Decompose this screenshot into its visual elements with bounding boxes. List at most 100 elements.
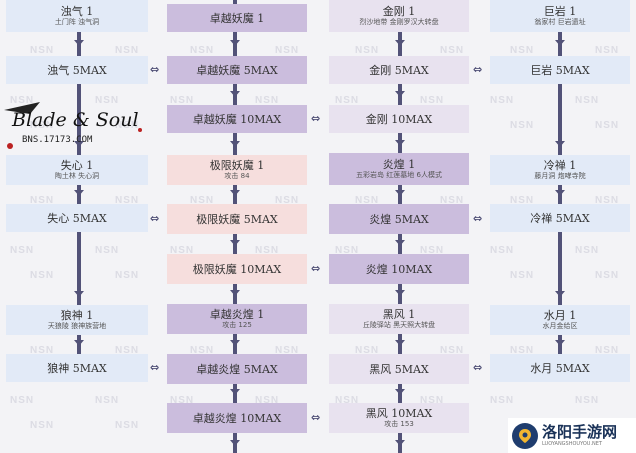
watermark: NSN [420, 395, 445, 406]
node-title: 炎煌 1 [382, 158, 416, 171]
watermark: NSN [30, 270, 55, 281]
node-langshen-5max: 狼神 5MAX [6, 354, 148, 382]
node-title: 巨岩 1 [543, 5, 577, 18]
watermark: NSN [355, 195, 380, 206]
site-domain: LUOYANGSHOUYOU.NET [542, 440, 603, 447]
watermark: NSN [115, 45, 140, 56]
node-jixian-yaomo-5max: 极限妖魔 5MAX [167, 204, 307, 234]
node-lengchan-5max: 冷禅 5MAX [490, 204, 630, 232]
down-arrow-icon [395, 440, 405, 446]
node-shuiyue-5max: 水月 5MAX [490, 354, 630, 382]
node-shuiyue-1: 水月 1 水月金给区 [490, 305, 630, 335]
watermark: NSN [95, 245, 120, 256]
double-arrow-icon: ⇔ [311, 262, 321, 275]
down-arrow-icon [74, 291, 84, 297]
node-title: 极限妖魔 10MAX [192, 262, 282, 276]
down-arrow-icon [230, 440, 240, 446]
node-zhuoyue-yanhuang-5max: 卓越炎煌 5MAX [167, 354, 307, 384]
node-title: 卓越炎煌 10MAX [192, 411, 282, 425]
watermark: NSN [575, 95, 600, 106]
node-heifeng-5max: 黑风 5MAX [329, 354, 469, 384]
node-title: 狼神 1 [60, 309, 94, 322]
down-arrow-icon [555, 190, 565, 196]
down-arrow-icon [555, 291, 565, 297]
down-arrow-icon [230, 240, 240, 246]
blade-and-soul-logo: Blade & Soul BNS.17173.COM [0, 100, 150, 152]
location-pin-icon [512, 422, 538, 449]
double-arrow-icon: ⇔ [473, 63, 483, 76]
watermark: NSN [115, 120, 140, 131]
down-arrow-icon [395, 91, 405, 97]
node-sub: 烈沙地带 金刚罗汉大转盘 [359, 18, 439, 26]
watermark: NSN [420, 95, 445, 106]
node-juyan-1: 巨岩 1 翁家村 巨岩遗址 [490, 0, 630, 32]
node-title: 金刚 10MAX [365, 112, 433, 126]
node-sub: 攻击 125 [222, 321, 252, 329]
watermark: NSN [255, 95, 280, 106]
node-title: 卓越妖魔 1 [209, 11, 265, 25]
node-lengchan-1: 冷禅 1 藤月洞 炮哮寺院 [490, 155, 630, 185]
watermark: NSN [490, 95, 515, 106]
watermark: NSN [490, 245, 515, 256]
node-title: 金刚 1 [382, 5, 416, 18]
watermark: NSN [30, 120, 55, 131]
watermark: NSN [510, 120, 535, 131]
node-title: 失心 5MAX [47, 211, 107, 225]
node-zhuoyue-yanhuang-1: 卓越炎煌 1 攻击 125 [167, 304, 307, 334]
watermark: NSN [95, 395, 120, 406]
down-arrow-icon [395, 389, 405, 395]
watermark: NSN [115, 195, 140, 206]
node-shixin-1: 失心 1 陶土林 失心洞 [6, 155, 148, 185]
down-arrow-icon [230, 141, 240, 147]
watermark: NSN [420, 245, 445, 256]
down-arrow-icon [395, 340, 405, 346]
node-heifeng-1: 黑风 1 丘陵驿站 黑天照大转盘 [329, 304, 469, 334]
down-arrow-icon [74, 141, 84, 147]
node-title: 黑风 1 [382, 308, 416, 321]
watermark: NSN [440, 195, 465, 206]
node-zhuoyue-yaomo-5max: 卓越妖魔 5MAX [167, 56, 307, 84]
watermark: NSN [335, 245, 360, 256]
node-sub: 丘陵驿站 黑天照大转盘 [362, 321, 436, 329]
node-title: 卓越妖魔 10MAX [192, 112, 282, 126]
watermark: NSN [510, 270, 535, 281]
node-sub: 陶土林 失心洞 [54, 172, 100, 180]
node-sub: 藤月洞 炮哮寺院 [534, 172, 586, 180]
watermark: NSN [440, 45, 465, 56]
watermark: NSN [275, 195, 300, 206]
node-jingang-10max: 金刚 10MAX [329, 105, 469, 133]
watermark: NSN [255, 395, 280, 406]
node-title: 浊气 1 [60, 5, 94, 18]
watermark: NSN [335, 95, 360, 106]
watermark: NSN [115, 420, 140, 431]
down-arrow-icon [230, 290, 240, 296]
watermark: NSN [170, 245, 195, 256]
down-arrow-icon [555, 340, 565, 346]
watermark: NSN [255, 245, 280, 256]
node-title: 冷禅 1 [543, 159, 577, 172]
watermark: NSN [190, 345, 215, 356]
logo-title: Blade & Soul [11, 109, 139, 131]
double-arrow-icon: ⇔ [150, 361, 160, 374]
watermark: NSN [30, 195, 55, 206]
node-title: 黑风 5MAX [369, 362, 429, 376]
node-title: 失心 1 [60, 159, 94, 172]
node-yanhuang-5max: 炎煌 5MAX [329, 204, 469, 234]
watermark: NSN [595, 195, 620, 206]
node-title: 炎煌 10MAX [365, 262, 433, 276]
down-arrow-icon [230, 389, 240, 395]
down-arrow-icon [230, 40, 240, 46]
down-arrow-icon [74, 340, 84, 346]
watermark: NSN [115, 345, 140, 356]
node-title: 金刚 5MAX [369, 63, 429, 77]
down-arrow-icon [555, 141, 565, 147]
watermark: NSN [10, 95, 35, 106]
node-sub: 土门阵 浊气洞 [54, 18, 100, 26]
watermark: NSN [595, 345, 620, 356]
node-title: 极限妖魔 1 [209, 159, 265, 172]
down-arrow-icon [230, 190, 240, 196]
watermark: NSN [30, 45, 55, 56]
double-arrow-icon: ⇔ [473, 361, 483, 374]
node-title: 水月 5MAX [530, 361, 590, 375]
down-arrow-icon [230, 91, 240, 97]
